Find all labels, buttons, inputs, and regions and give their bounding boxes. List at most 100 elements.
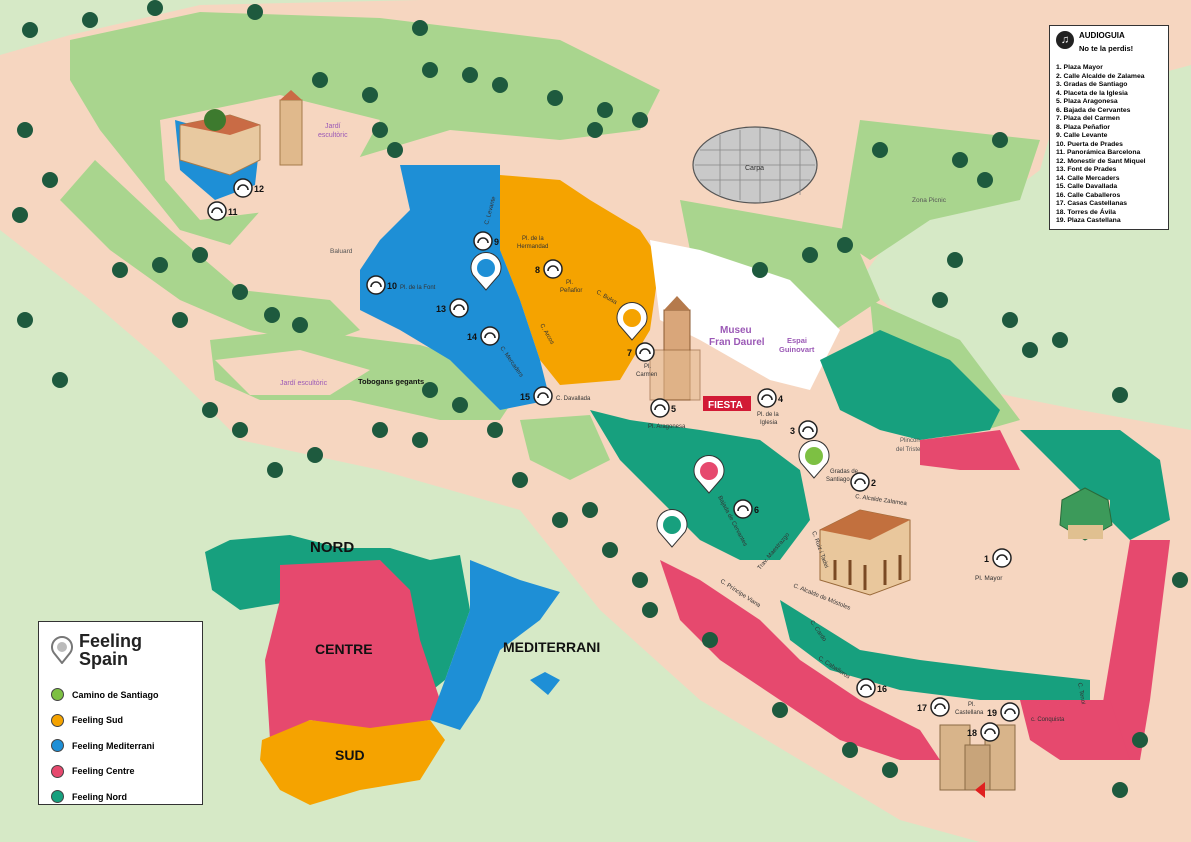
headphones-band	[237, 184, 249, 191]
audio-marker-16[interactable]: 16	[856, 678, 887, 698]
headphones-icon	[366, 275, 386, 295]
tree-icon	[1022, 342, 1038, 358]
audioguide-item[interactable]: 9. Calle Levante	[1056, 132, 1108, 139]
region-sud	[260, 720, 445, 805]
tree-icon	[597, 102, 613, 118]
legend-label: Camino de Santiago	[72, 689, 159, 700]
label-pl-carmen-2: Carmen	[636, 372, 657, 378]
audioguide-item[interactable]: 18. Torres de Ávila	[1056, 208, 1116, 216]
tree-icon	[362, 87, 378, 103]
pin-nord[interactable]	[656, 509, 688, 548]
tree-icon	[22, 22, 38, 38]
audio-marker-5[interactable]: 5	[650, 398, 676, 418]
audioguide-item[interactable]: 8. Plaza Peñafior	[1056, 123, 1111, 131]
west-garden	[60, 160, 360, 345]
label-pl-iglesia-1: Pl. de la	[757, 412, 779, 418]
audioguide-item[interactable]: 19. Plaza Castellana	[1056, 217, 1121, 224]
audioguide-item[interactable]: 1. Plaza Mayor	[1056, 64, 1103, 71]
tree-icon	[112, 262, 128, 278]
pin-camino-santiago[interactable]	[798, 440, 830, 479]
pin-centre[interactable]	[693, 455, 725, 494]
tree-icon	[387, 142, 403, 158]
audioguide-item[interactable]: 11. Panorámica Barcelona	[1056, 149, 1141, 156]
audioguide-item[interactable]: 6. Bajada de Cervantes	[1056, 106, 1131, 114]
region-label-mediterrani: MEDITERRANI	[503, 639, 600, 655]
tree-icon	[312, 72, 328, 88]
tree-icon	[267, 462, 283, 478]
audioguide-item[interactable]: 14. Calle Mercaders	[1056, 174, 1120, 182]
tree-icon	[752, 262, 768, 278]
audio-marker-10[interactable]: 10	[366, 275, 397, 295]
audio-marker-number: 19	[987, 708, 997, 718]
label-c-davallada: C. Davallada	[556, 396, 591, 402]
audio-marker-4[interactable]: 4	[757, 388, 783, 408]
zone-nord-north	[820, 330, 1000, 440]
audio-marker-9[interactable]: 9	[473, 231, 499, 251]
tree-icon	[422, 382, 438, 398]
region-centre	[265, 560, 440, 740]
audioguide-item[interactable]: 4. Placeta de la Iglesia	[1056, 89, 1128, 97]
headphones-icon	[850, 472, 870, 492]
headphones-band	[802, 426, 814, 433]
audio-marker-13[interactable]: 13	[436, 298, 469, 318]
audioguide-item[interactable]: 13. Font de Prades	[1056, 166, 1117, 173]
tree-icon	[372, 122, 388, 138]
headphones-icon	[207, 201, 227, 221]
legend-dot	[51, 688, 64, 702]
zone-centre-castellana	[1020, 700, 1130, 760]
label-pl-penafior-2: Peñafior	[560, 288, 582, 294]
audioguide-item[interactable]: 17. Casas Castellanas	[1056, 200, 1128, 207]
legend-item-sud[interactable]: Feeling Sud	[51, 708, 190, 734]
audio-marker-18[interactable]: 18	[967, 722, 1000, 742]
legend-item-nord[interactable]: Feeling Nord	[51, 784, 190, 810]
audio-marker-3[interactable]: 3	[790, 420, 818, 440]
audio-marker-12[interactable]: 12	[233, 178, 264, 198]
audio-marker-17[interactable]: 17	[917, 697, 950, 717]
headphones-band	[370, 281, 382, 288]
audioguide-item[interactable]: 12. Monestir de Sant Miquel	[1056, 157, 1146, 165]
audio-marker-15[interactable]: 15	[520, 386, 553, 406]
audioguide-item[interactable]: 16. Calle Caballeros	[1056, 191, 1121, 199]
tree-icon	[422, 62, 438, 78]
headphones-band	[537, 392, 549, 399]
label-espai-2: Guinovart	[779, 345, 815, 354]
audio-marker-11[interactable]: 11	[207, 201, 238, 221]
tree-icon	[1172, 572, 1188, 588]
audioguide-item[interactable]: 15. Calle Davallada	[1056, 183, 1118, 190]
audioguide-item[interactable]: 7. Plaza del Carmen	[1056, 115, 1120, 122]
pavilion	[1059, 487, 1113, 541]
legend-item-mediterrani[interactable]: Feeling Mediterrani	[51, 733, 190, 759]
avila-towers	[939, 724, 1016, 798]
audioguide-item[interactable]: 2. Calle Alcalde de Zalamea	[1056, 72, 1145, 80]
label-pl-hermandad-2: Hermandad	[517, 244, 548, 250]
slides-area	[215, 350, 370, 395]
audio-marker-number: 8	[535, 265, 540, 275]
audioguide-item[interactable]: 3. Gradas de Santiago	[1056, 81, 1128, 88]
headphones-icon	[856, 678, 876, 698]
legend-item-centre[interactable]: Feeling Centre	[51, 759, 190, 785]
audio-marker-1[interactable]: 1	[984, 548, 1012, 568]
pin-sud[interactable]	[616, 302, 648, 341]
audioguide-item[interactable]: 10. Puerta de Prades	[1056, 140, 1123, 148]
audio-marker-7[interactable]: 7	[627, 342, 655, 362]
audio-marker-number: 15	[520, 392, 530, 402]
tree-icon	[882, 762, 898, 778]
audio-marker-8[interactable]: 8	[535, 259, 563, 279]
audio-marker-14[interactable]: 14	[467, 326, 500, 346]
audio-marker-6[interactable]: 6	[733, 499, 759, 519]
tree-icon	[702, 632, 718, 648]
audioguide-list: 1. Plaza Mayor 2. Calle Alcalde de Zalam…	[1056, 64, 1162, 226]
audio-marker-number: 10	[387, 281, 397, 291]
audioguide-item[interactable]: 5. Plaza Aragonesa	[1056, 98, 1118, 105]
label-gradas-2: Santiago	[826, 477, 850, 483]
pin-mediterrani[interactable]	[470, 252, 502, 291]
audio-marker-number: 3	[790, 426, 795, 436]
legend-item-camino[interactable]: Camino de Santiago	[51, 682, 190, 708]
audio-marker-2[interactable]: 2	[850, 472, 876, 492]
headphones-icon	[480, 326, 500, 346]
legend-dot	[51, 790, 64, 804]
tree-icon	[947, 252, 963, 268]
legend-label: Feeling Mediterrani	[72, 740, 155, 751]
audio-marker-19[interactable]: 19	[987, 702, 1020, 722]
legend-panel: Feeling Spain Camino de Santiago Feeling…	[38, 621, 203, 805]
